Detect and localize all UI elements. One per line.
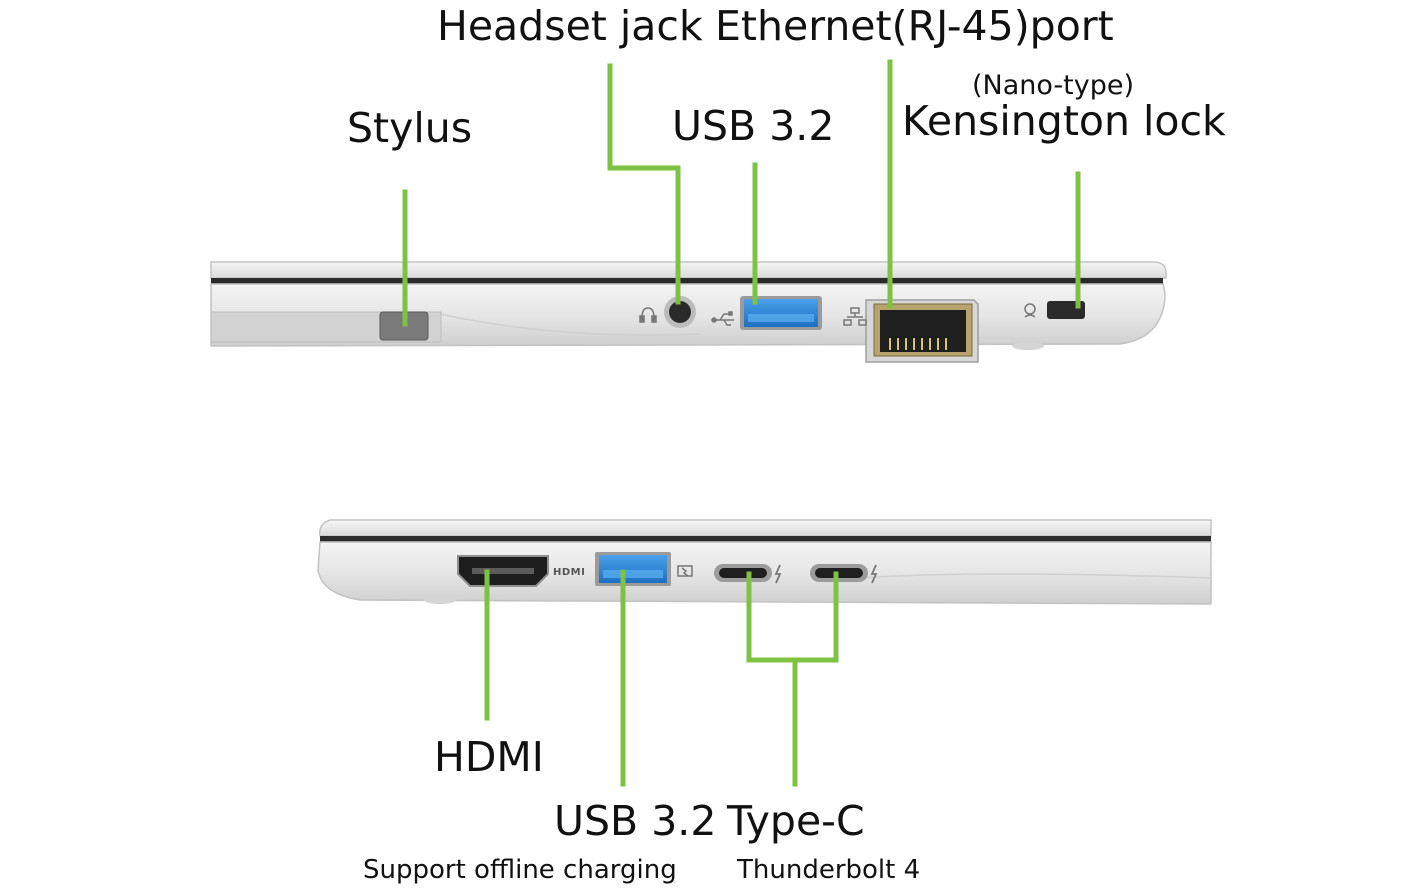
- thunderbolt-icon: [774, 564, 782, 584]
- leader-headset: [607, 63, 681, 305]
- label-nano-type: (Nano-type): [972, 70, 1134, 101]
- label-typec: Type-C: [727, 797, 865, 845]
- label-stylus: Stylus: [347, 104, 473, 152]
- usb-icon: [711, 311, 734, 326]
- label-ethernet: Ethernet(RJ-45)port: [715, 2, 1114, 50]
- top-laptop-side: [210, 261, 1167, 363]
- label-usb-top: USB 3.2: [672, 102, 835, 150]
- hdmi-port-text: HDMI: [553, 567, 586, 578]
- label-typec-note: Thunderbolt 4: [737, 855, 921, 885]
- leader-lines: [402, 59, 1081, 787]
- bottom-laptop-side: [317, 519, 1212, 605]
- label-usb-note: Support offline charging: [363, 855, 677, 885]
- label-kensington: Kensington lock: [902, 97, 1226, 145]
- battery-charge-icon: [677, 565, 693, 577]
- label-hdmi: HDMI: [434, 733, 544, 781]
- label-headset-jack: Headset jack: [437, 2, 703, 50]
- label-usb-bottom: USB 3.2: [554, 797, 717, 845]
- network-icon: [843, 307, 867, 326]
- lock-icon: [1024, 303, 1036, 318]
- headset-icon: [639, 307, 657, 323]
- thunderbolt-icon: [870, 564, 878, 584]
